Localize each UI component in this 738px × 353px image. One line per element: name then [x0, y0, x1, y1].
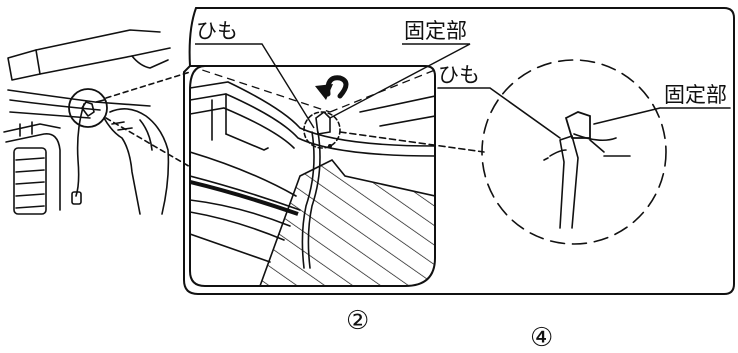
inset-border — [189, 65, 436, 287]
step-marker-4: ④ — [530, 323, 554, 353]
step-marker-2: ② — [346, 306, 370, 336]
installation-diagram — [3, 7, 735, 295]
string-label-inset: ひも — [196, 19, 238, 43]
detail-panel-frame — [183, 7, 735, 295]
closeup-inset — [190, 66, 435, 286]
inset-label-leaders — [195, 43, 471, 129]
overview-sketch — [3, 29, 193, 215]
string-label-detail: ひも — [438, 63, 480, 87]
magnified-detail — [339, 59, 731, 245]
fixing-part-label-inset: 固定部 — [404, 19, 467, 43]
fixing-part-label-detail: 固定部 — [664, 83, 727, 107]
